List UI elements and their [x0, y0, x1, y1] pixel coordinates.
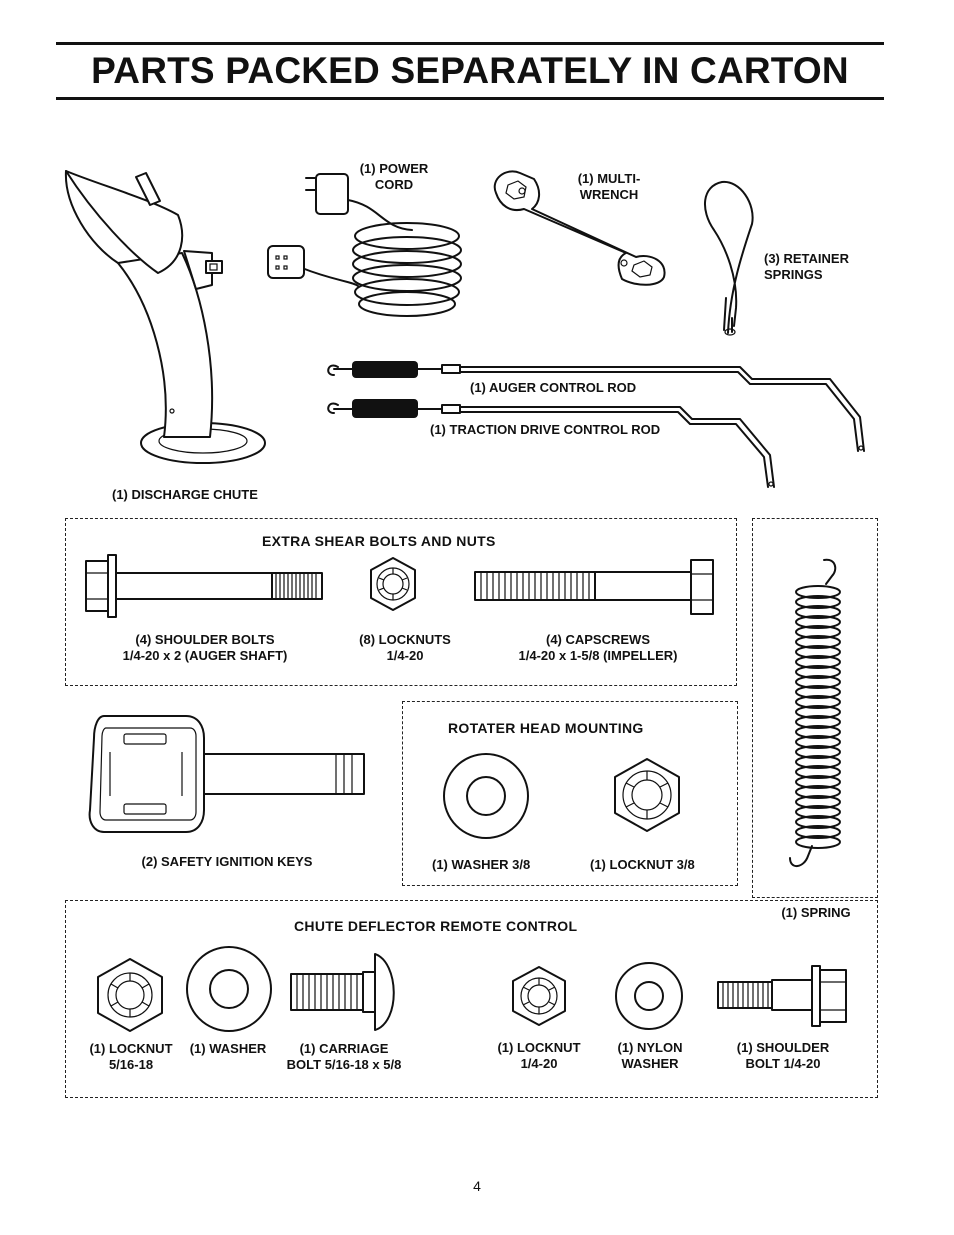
- carriage-bolt-illustration: [290, 953, 395, 1031]
- locknut-1-4-illustration: [370, 557, 416, 611]
- chute-deflector-box: [65, 900, 878, 1098]
- washer-3-8-illustration: [443, 753, 529, 839]
- spring-label: (1) SPRING: [781, 905, 851, 920]
- discharge-chute-label: (1) DISCHARGE CHUTE: [112, 487, 258, 502]
- control-rods-illustration: [327, 361, 865, 488]
- nylon-washer-illustration: [615, 962, 683, 1030]
- extension-spring-illustration: [789, 558, 841, 867]
- extra-shear-box: [65, 518, 737, 686]
- retainer-spring-illustration: [703, 180, 754, 336]
- shoulder-bolt-1-4-illustration: [717, 965, 847, 1027]
- washer-5-16-label: (1) WASHER: [189, 1041, 267, 1056]
- page-number: 4: [473, 1178, 481, 1194]
- safety-ignition-key-illustration: [88, 715, 365, 833]
- washer-5-16-illustration: [186, 946, 272, 1032]
- spring-box: [752, 518, 878, 898]
- title-rule-bottom: [56, 97, 884, 100]
- locknut-3-8-label: (1) LOCKNUT 3/8: [590, 857, 695, 872]
- shoulder-bolt-illustration: [85, 554, 323, 618]
- auger-control-rod-label: (1) AUGER CONTROL ROD: [470, 380, 637, 395]
- safety-ignition-keys-label: (2) SAFETY IGNITION KEYS: [141, 854, 313, 869]
- locknut-5-16-illustration: [97, 958, 163, 1032]
- locknut-3-8-illustration: [614, 758, 680, 832]
- washer-3-8-label: (1) WASHER 3/8: [432, 857, 531, 872]
- rotater-head-title: ROTATER HEAD MOUNTING: [448, 720, 644, 736]
- title-rule-top: [56, 42, 884, 45]
- locknut-1-4-small-illustration: [512, 966, 566, 1026]
- capscrew-illustration: [474, 559, 714, 615]
- multi-wrench-illustration: [493, 170, 666, 286]
- traction-drive-control-rod-label: (1) TRACTION DRIVE CONTROL ROD: [430, 422, 661, 437]
- power-cord-illustration: [267, 173, 462, 317]
- discharge-chute-illustration: [64, 170, 266, 464]
- rotater-head-box: [402, 701, 738, 886]
- page-title: PARTS PACKED SEPARATELY IN CARTON: [91, 50, 849, 91]
- multi-wrench-label: (1) MULTI-WRENCH: [577, 171, 641, 202]
- chute-deflector-title: CHUTE DEFLECTOR REMOTE CONTROL: [294, 918, 578, 934]
- extra-shear-title: EXTRA SHEAR BOLTS AND NUTS: [262, 533, 496, 549]
